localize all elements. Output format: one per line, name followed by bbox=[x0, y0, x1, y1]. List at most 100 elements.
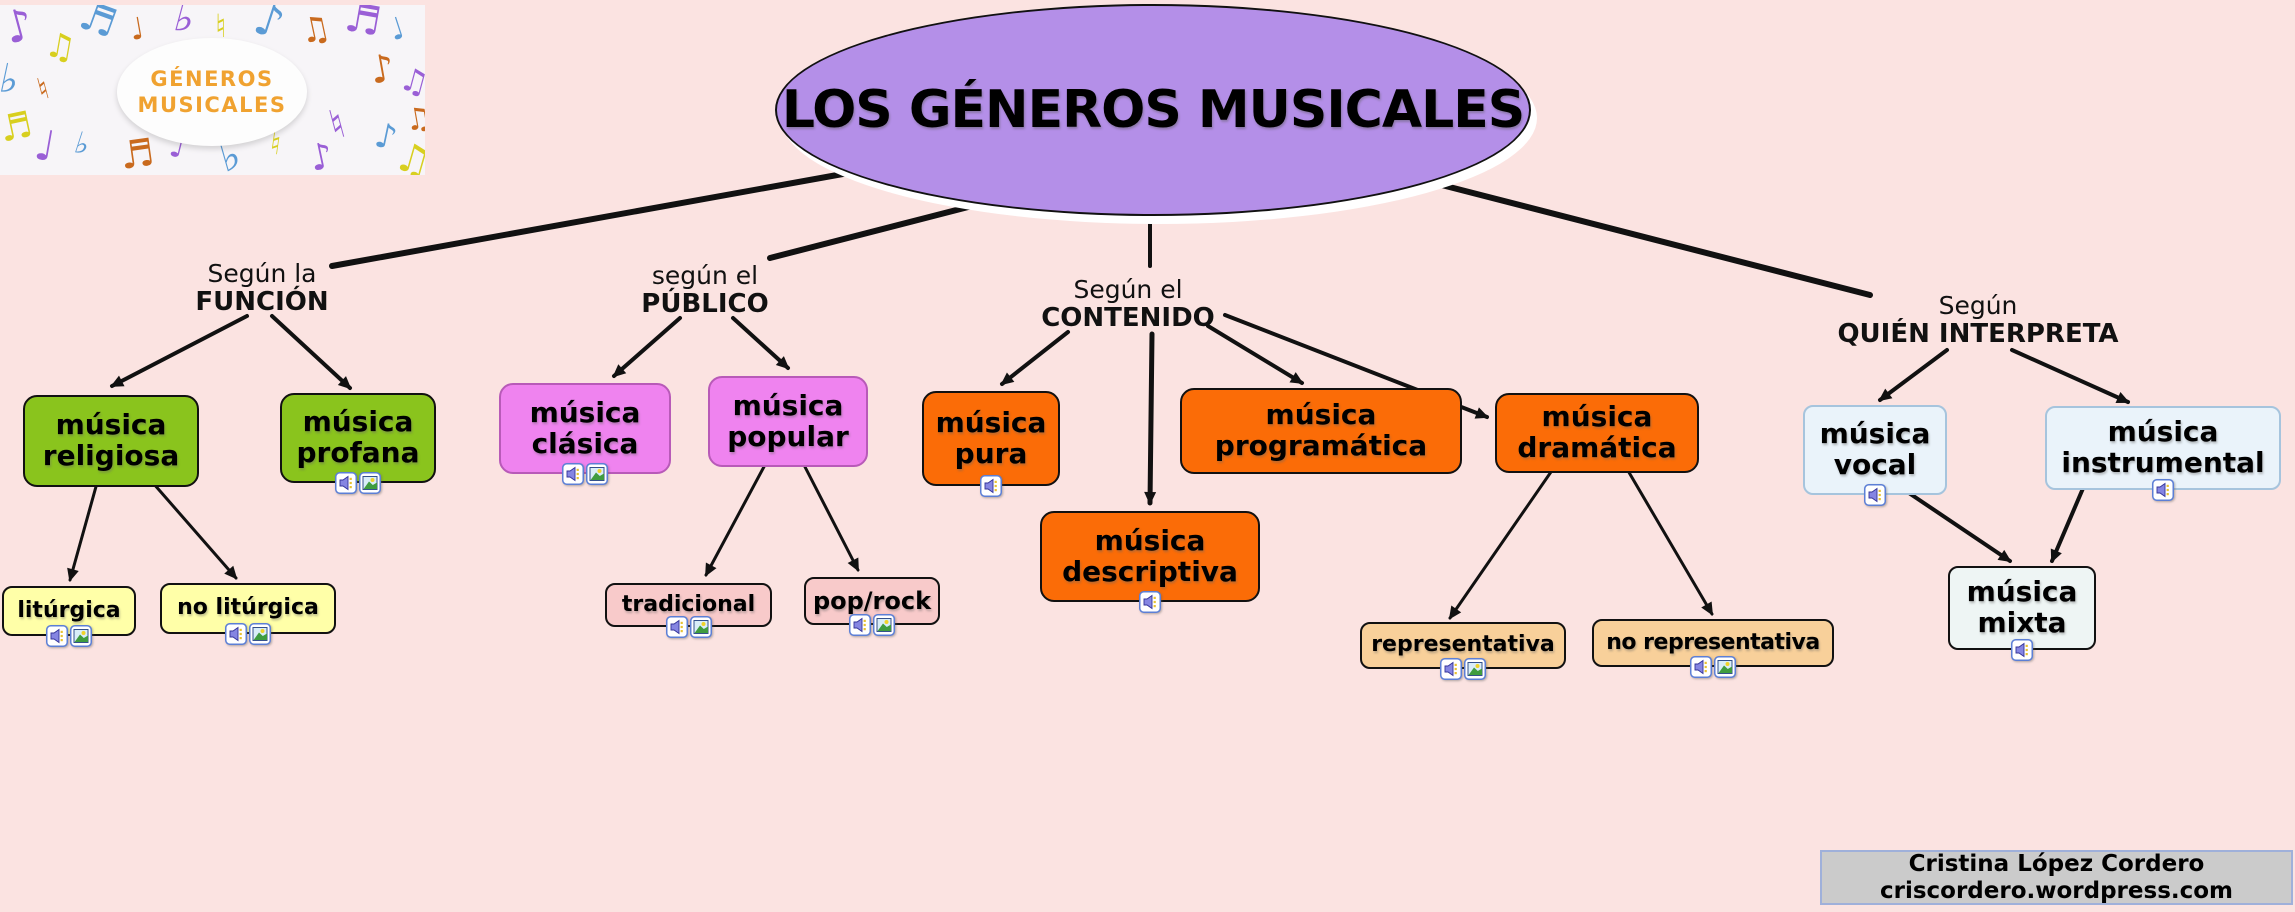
music-note-glyph: ♩ bbox=[30, 119, 60, 172]
node-musica-instrumental[interactable]: música instrumental bbox=[2045, 406, 2281, 490]
audio-resource-icon[interactable] bbox=[335, 472, 357, 494]
branch-contenido-line1: Según el bbox=[1073, 275, 1183, 304]
audio-resource-icon[interactable] bbox=[46, 625, 68, 647]
connector-arrow bbox=[110, 314, 249, 388]
audio-resource-icon[interactable] bbox=[225, 623, 247, 645]
audio-resource-icon[interactable] bbox=[2011, 639, 2033, 661]
node-no-liturgica[interactable]: no litúrgica bbox=[160, 583, 336, 634]
node-musica-mixta[interactable]: música mixta bbox=[1948, 566, 2096, 650]
connector bbox=[329, 167, 868, 269]
music-note-glyph: ♫ bbox=[402, 99, 425, 140]
node-label: música pura bbox=[935, 405, 1047, 470]
image-resource-icon[interactable] bbox=[873, 614, 895, 636]
connector bbox=[767, 194, 1010, 261]
music-note-glyph: ♪ bbox=[366, 45, 398, 93]
node-musica-vocal[interactable]: música vocal bbox=[1803, 405, 1947, 495]
branch-label-contenido: Según el CONTENIDO bbox=[1041, 276, 1215, 333]
node-musica-profana[interactable]: música profana bbox=[280, 393, 436, 483]
image-resource-icon[interactable] bbox=[359, 472, 381, 494]
audio-resource-icon[interactable] bbox=[2152, 479, 2174, 501]
node-liturgica[interactable]: litúrgica bbox=[2, 586, 136, 636]
branch-funcion-line1: Según la bbox=[207, 259, 317, 288]
music-note-glyph: ♬ bbox=[73, 5, 123, 48]
image-resource-icon[interactable] bbox=[1464, 658, 1486, 680]
node-musica-popular[interactable]: música popular bbox=[708, 376, 868, 467]
node-label: música instrumental bbox=[2061, 415, 2265, 479]
branch-funcion-line2: FUNCIÓN bbox=[195, 287, 329, 317]
node-musica-descriptiva[interactable]: música descriptiva bbox=[1040, 511, 1260, 602]
logo-title-line2: MUSICALES bbox=[137, 93, 287, 117]
branch-publico-line2: PÚBLICO bbox=[641, 289, 769, 319]
music-note-glyph: ♭ bbox=[169, 5, 201, 44]
connector-arrow bbox=[2050, 484, 2086, 563]
music-note-glyph: ♭ bbox=[70, 125, 95, 164]
music-note-glyph: ♫ bbox=[296, 7, 335, 53]
branch-contenido-line2: CONTENIDO bbox=[1041, 303, 1215, 333]
connector-arrow bbox=[2010, 348, 2130, 404]
branch-label-funcion: Según la FUNCIÓN bbox=[195, 260, 328, 317]
connector-arrow bbox=[1206, 324, 1304, 385]
node-musica-programatica[interactable]: música programática bbox=[1180, 388, 1462, 474]
node-label: música profana bbox=[296, 405, 420, 469]
credit-box: Cristina López Cordero criscordero.wordp… bbox=[1820, 850, 2293, 905]
music-note-glyph: ♬ bbox=[0, 104, 37, 151]
branch-interpreta-line2: QUIÉN INTERPRETA bbox=[1837, 319, 2119, 349]
node-musica-religiosa[interactable]: música religiosa bbox=[23, 395, 199, 487]
connector-arrow bbox=[270, 314, 352, 390]
node-label: música vocal bbox=[1819, 417, 1931, 481]
logo-title-line1: GÉNEROS bbox=[150, 66, 274, 91]
image-resource-icon[interactable] bbox=[586, 463, 608, 485]
image-resource-icon[interactable] bbox=[1714, 656, 1736, 678]
node-label: no litúrgica bbox=[177, 595, 319, 621]
image-resource-icon[interactable] bbox=[70, 625, 92, 647]
node-label: música descriptiva bbox=[1062, 523, 1238, 588]
main-topic-ellipse[interactable]: LOS GÉNEROS MUSICALES bbox=[775, 4, 1531, 216]
node-label: pop/rock bbox=[812, 586, 932, 615]
music-note-glyph: ♪ bbox=[305, 135, 337, 175]
connector-arrow bbox=[612, 316, 682, 378]
node-label: no representativa bbox=[1606, 629, 1820, 655]
connector-arrow bbox=[1000, 330, 1070, 386]
node-representativa[interactable]: representativa bbox=[1360, 622, 1566, 669]
music-note-glyph: ♫ bbox=[395, 58, 425, 104]
music-note-glyph: ♪ bbox=[371, 115, 401, 159]
node-label: litúrgica bbox=[17, 597, 121, 623]
branch-label-interpreta: Según QUIÉN INTERPRETA bbox=[1837, 292, 2118, 349]
audio-resource-icon[interactable] bbox=[980, 475, 1002, 497]
node-musica-clasica[interactable]: música clásica bbox=[499, 383, 671, 474]
node-musica-dramatica[interactable]: música dramática bbox=[1495, 393, 1699, 473]
node-no-representativa[interactable]: no representativa bbox=[1592, 619, 1834, 667]
connector-arrow bbox=[1448, 467, 1555, 620]
connector-arrow bbox=[1904, 489, 2012, 563]
connector-arrow bbox=[704, 461, 768, 577]
music-note-glyph: ♩ bbox=[384, 10, 410, 49]
logo-badge: GÉNEROS MUSICALES bbox=[117, 38, 307, 146]
node-label: música mixta bbox=[1966, 575, 2078, 639]
connector-arrow bbox=[1625, 467, 1714, 616]
connector-arrow bbox=[1144, 331, 1157, 506]
music-note-glyph: ♪ bbox=[247, 5, 291, 51]
audio-resource-icon[interactable] bbox=[1440, 658, 1462, 680]
node-label: representativa bbox=[1371, 632, 1555, 658]
audio-resource-icon[interactable] bbox=[666, 616, 688, 638]
node-tradicional[interactable]: tradicional bbox=[605, 583, 772, 627]
music-note-glyph: ♩ bbox=[126, 11, 148, 48]
image-resource-icon[interactable] bbox=[249, 623, 271, 645]
main-title: LOS GÉNEROS MUSICALES bbox=[781, 80, 1525, 140]
audio-resource-icon[interactable] bbox=[562, 463, 584, 485]
node-pop-rock[interactable]: pop/rock bbox=[804, 577, 940, 625]
connector-arrow bbox=[801, 461, 860, 572]
audio-resource-icon[interactable] bbox=[1864, 484, 1886, 506]
connector-arrow bbox=[67, 481, 99, 582]
audio-resource-icon[interactable] bbox=[1139, 591, 1161, 613]
music-note-glyph: ♮ bbox=[215, 7, 227, 45]
branch-publico-line1: según el bbox=[651, 261, 759, 290]
image-resource-icon[interactable] bbox=[690, 616, 712, 638]
branch-label-publico: según el PÚBLICO bbox=[641, 262, 768, 319]
node-musica-pura[interactable]: música pura bbox=[922, 391, 1060, 486]
audio-resource-icon[interactable] bbox=[849, 614, 871, 636]
node-label: música clásica bbox=[529, 395, 641, 460]
audio-resource-icon[interactable] bbox=[1690, 656, 1712, 678]
node-label: tradicional bbox=[621, 591, 756, 617]
